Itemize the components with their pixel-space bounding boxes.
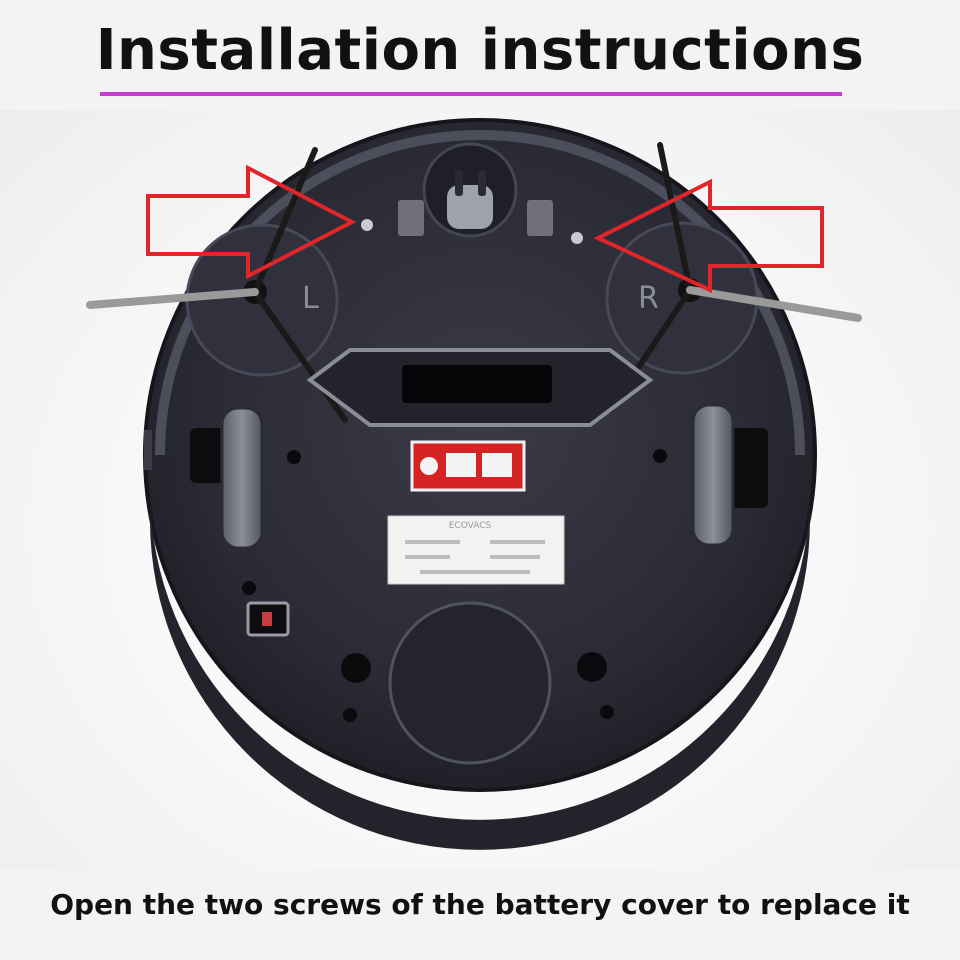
cliff-sensor-right <box>527 200 553 236</box>
battery-cover <box>388 601 552 765</box>
title-underline <box>100 92 842 96</box>
left-drive-wheel <box>190 406 264 550</box>
screw-left <box>361 219 373 231</box>
suction-inlet <box>306 348 654 427</box>
page-title: Installation instructions <box>95 18 865 83</box>
product-label: ECOVACS <box>387 515 565 585</box>
brand-label: ECOVACS <box>449 521 492 531</box>
instruction-caption: Open the two screws of the battery cover… <box>50 888 910 921</box>
cliff-sensor-left <box>398 200 424 236</box>
power-switch <box>246 601 290 637</box>
screw-right <box>571 232 583 244</box>
arrow-right-to-screw <box>593 178 824 294</box>
right-drive-wheel <box>691 403 768 547</box>
warning-sticker <box>410 440 526 492</box>
screw-holes <box>242 449 667 722</box>
left-wheel-label: L <box>302 281 319 316</box>
arrow-left-to-screw <box>146 164 357 280</box>
right-wheel-label: R <box>638 281 659 316</box>
front-caster-wheel <box>422 142 518 238</box>
